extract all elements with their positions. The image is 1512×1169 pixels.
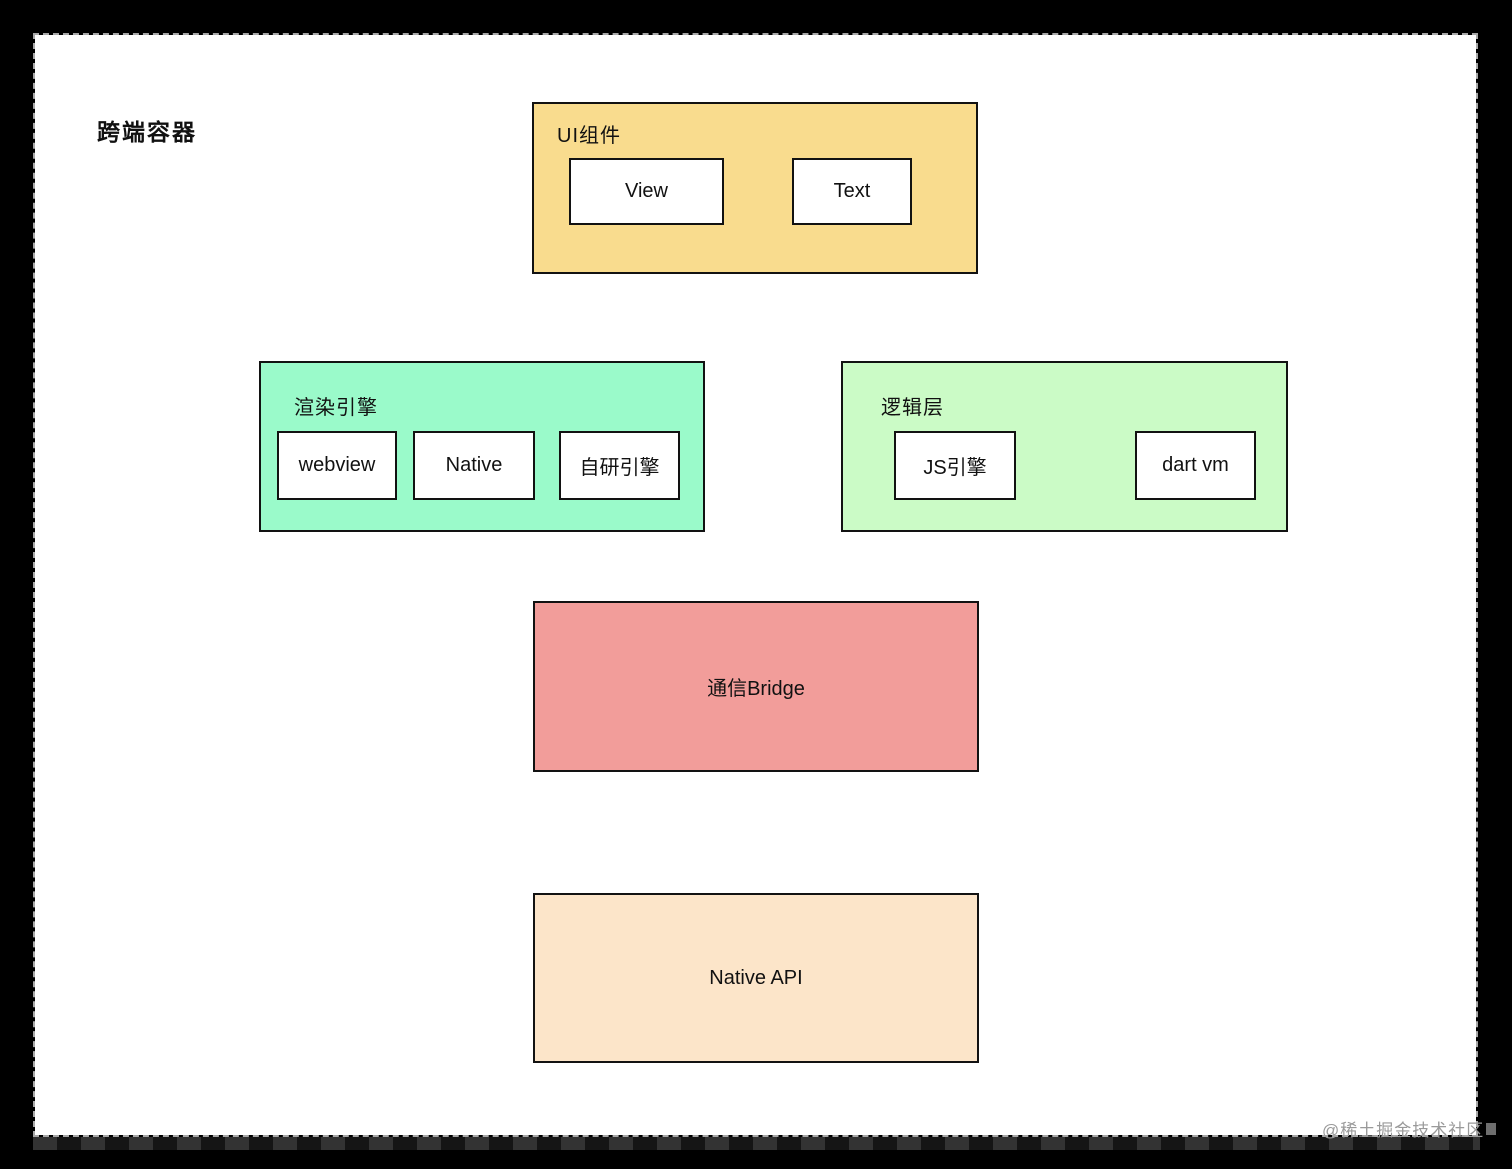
group-render-engine-label: 渲染引擎 xyxy=(294,397,378,419)
bottom-edge-artifact-strip xyxy=(33,1137,1480,1150)
watermark-text: @稀土掘金技术社区 xyxy=(1322,1121,1485,1140)
node-view: View xyxy=(569,158,724,225)
node-native: Native xyxy=(413,431,535,500)
juejin-logo-icon xyxy=(1486,1122,1497,1135)
watermark: @稀土掘金技术社区 xyxy=(1322,1116,1497,1141)
node-js-engine: JS引擎 xyxy=(894,431,1016,500)
node-dart-vm: dart vm xyxy=(1135,431,1256,500)
group-ui-components: UI组件 View Text xyxy=(532,102,978,274)
node-self-developed-engine: 自研引擎 xyxy=(559,431,680,500)
diagram-canvas: 跨端容器 UI组件 View Text 渲染引擎 webview Native … xyxy=(33,33,1478,1137)
block-native-api: Native API xyxy=(533,893,979,1063)
node-text: Text xyxy=(792,158,912,225)
group-render-engine: 渲染引擎 webview Native 自研引擎 xyxy=(259,361,705,532)
node-webview: webview xyxy=(277,431,397,500)
block-communication-bridge: 通信Bridge xyxy=(533,601,979,772)
group-logic-layer-label: 逻辑层 xyxy=(881,397,944,419)
group-ui-components-label: UI组件 xyxy=(557,125,621,147)
diagram-title: 跨端容器 xyxy=(97,119,197,145)
group-logic-layer: 逻辑层 JS引擎 dart vm xyxy=(841,361,1288,532)
